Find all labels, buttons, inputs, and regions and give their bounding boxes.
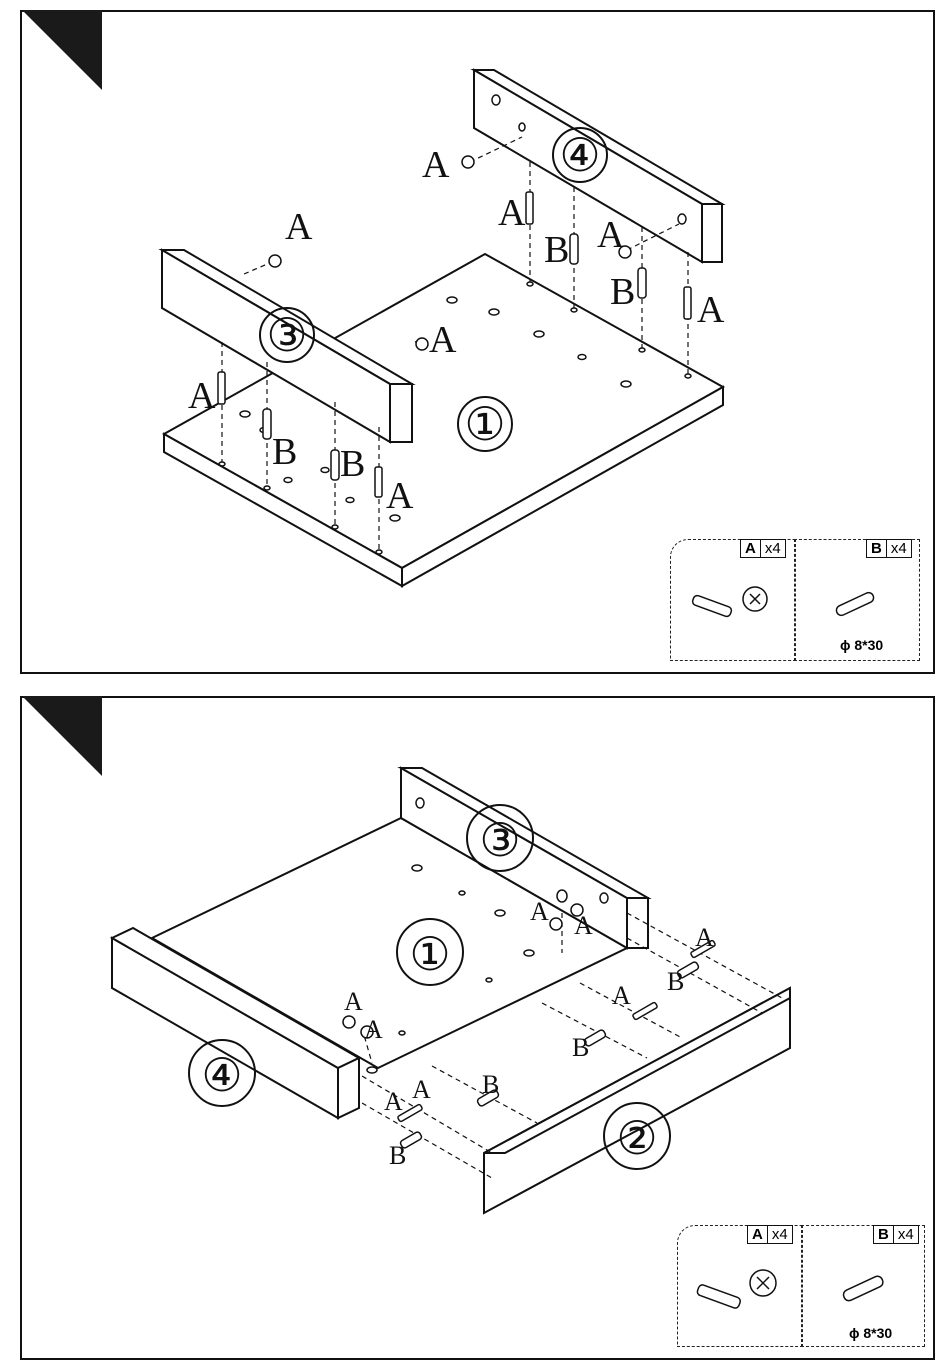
hardware-label-b: B (340, 443, 365, 485)
part-2-label: ② (616, 1113, 657, 1164)
dowel-icon (835, 591, 875, 617)
hardware-label-a: A (344, 987, 363, 1016)
hardware-label-b: B (389, 1141, 406, 1170)
dowel-spec: ϕ 8*30 (840, 637, 883, 653)
panel-4-end (338, 1058, 359, 1118)
hardware-label-a: A (530, 897, 549, 926)
part-4-label: ④ (559, 130, 600, 181)
hardware-label-a: A (574, 911, 593, 940)
hardware-label-a: A (386, 475, 414, 517)
hardware-label-b: B (272, 431, 297, 473)
hardware-label-a: A (422, 144, 450, 186)
hardware-label-a: A (597, 214, 625, 256)
hardware-label-a: A (285, 206, 313, 248)
part-4-label: ④ (201, 1050, 242, 1101)
panel-3-end (390, 384, 412, 442)
hardware-label-a: A (498, 192, 526, 234)
part-3-label: ③ (479, 815, 520, 866)
dowel-icon (842, 1275, 885, 1303)
hardware-label-b: B (610, 271, 635, 313)
cam-bolt-icon (696, 1284, 741, 1309)
hardware-label-a: A (412, 1075, 431, 1104)
hardware-label-a: A (384, 1087, 403, 1116)
panel-4-end (702, 204, 722, 262)
hardware-label-b: B (482, 1070, 499, 1099)
hardware-label-b: B (667, 967, 684, 996)
hardware-label-a: A (429, 319, 457, 361)
cam-bolt-icon (691, 594, 732, 617)
hardware-label-a: A (612, 981, 631, 1010)
part-3-label: ③ (266, 310, 307, 361)
hardware-label-a: A (695, 923, 714, 952)
part-1-label: ① (409, 929, 450, 980)
hardware-label-a: A (697, 289, 725, 331)
hardware-label-a: A (364, 1015, 383, 1044)
part-1-label: ① (464, 399, 505, 450)
hardware-label-a: A (188, 375, 216, 417)
dowel-spec: ϕ 8*30 (849, 1325, 892, 1341)
hardware-label-b: B (572, 1033, 589, 1062)
hardware-label-b: B (544, 229, 569, 271)
